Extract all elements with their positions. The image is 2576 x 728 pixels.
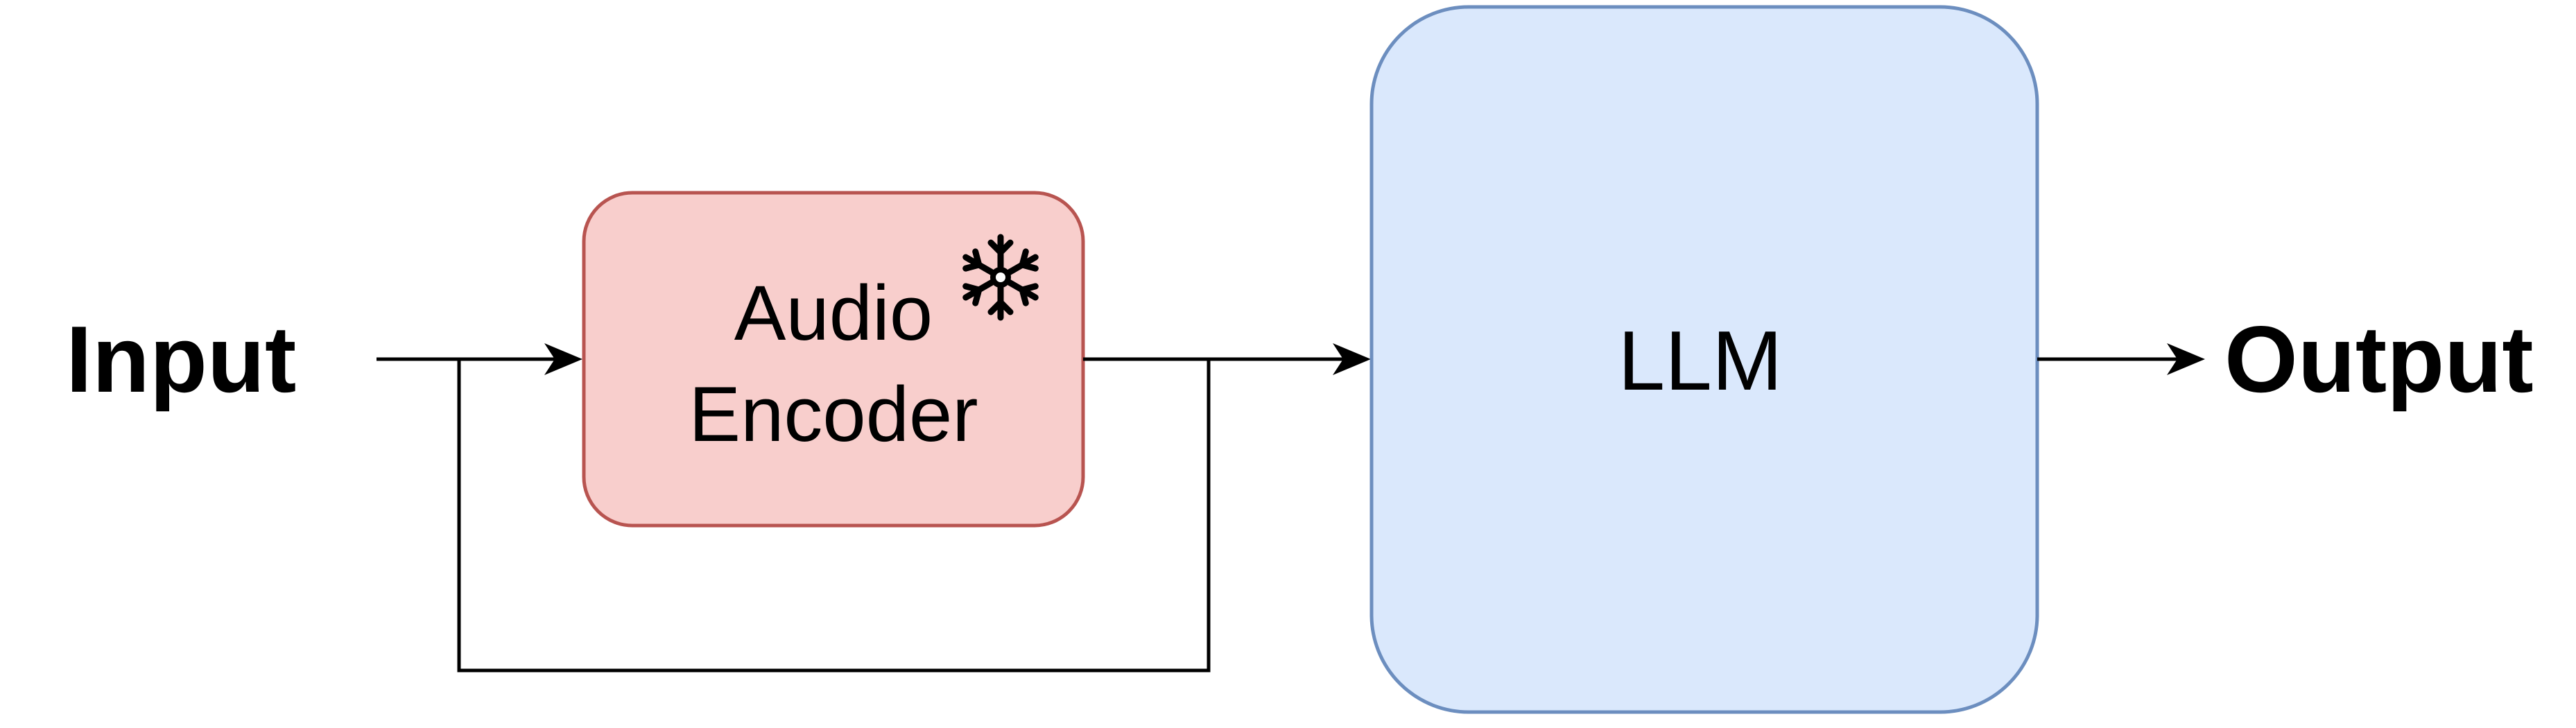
input-to-encoder-arrow xyxy=(377,343,582,375)
audio-encoder-block: Audio Encoder xyxy=(582,191,1085,528)
llm-to-output-arrow xyxy=(2037,343,2205,375)
snowflake-icon xyxy=(962,234,1039,321)
encoder-to-llm-arrow xyxy=(1083,343,1371,375)
llm-label: LLM xyxy=(1618,313,1782,408)
skip-connection-line xyxy=(457,359,1211,673)
llm-block: LLM xyxy=(1369,5,2039,714)
audio-encoder-label-line1: Audio xyxy=(734,270,933,356)
input-label: Input xyxy=(66,306,296,412)
audio-encoder-label-line2: Encoder xyxy=(689,371,978,458)
output-label: Output xyxy=(2224,306,2534,412)
